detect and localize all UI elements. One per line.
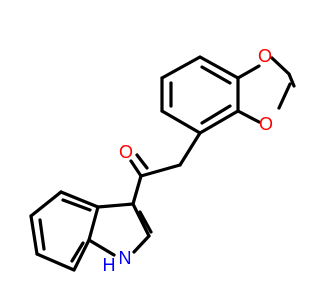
carbonyl-double-bond (129, 159, 143, 178)
linker-chain (129, 131, 202, 206)
dioxole-ring (236, 56, 296, 124)
bond (131, 202, 151, 238)
double-bond-inner (138, 210, 153, 234)
bond (178, 131, 202, 167)
double-bond-inner (38, 218, 46, 251)
dioxole-oxygen-right-label: O (259, 114, 273, 134)
bond (198, 109, 240, 135)
double-bond-inner (200, 104, 232, 125)
bond (236, 64, 261, 80)
bond (139, 163, 182, 178)
bond (87, 205, 100, 242)
molecule-structure: O O O N H (29, 46, 296, 275)
bond (72, 238, 91, 272)
bond (270, 56, 291, 76)
pyrrole-ring (87, 202, 153, 257)
carbonyl-double-bond (135, 153, 149, 170)
bond (29, 190, 63, 218)
bond (198, 55, 240, 80)
bond (35, 252, 76, 272)
bond (277, 82, 292, 110)
bond (96, 202, 135, 209)
bond (236, 109, 261, 124)
benzodioxole-ring (160, 55, 240, 135)
indole-benzene-ring (29, 190, 100, 272)
bond (160, 55, 202, 80)
dioxole-oxygen-top-label: O (258, 46, 272, 66)
bond (132, 234, 151, 254)
bond (29, 214, 39, 256)
bond (87, 238, 116, 257)
indole-nitrogen-label: N (119, 248, 132, 268)
bond (287, 72, 296, 88)
bond (160, 109, 202, 135)
bond (59, 190, 100, 209)
bond (131, 174, 143, 206)
carbonyl-oxygen-label: O (119, 142, 133, 162)
double-bond-inner (70, 241, 85, 263)
indole-hydrogen-label: H (103, 255, 116, 275)
double-bond-inner (200, 65, 232, 85)
double-bond-inner (61, 198, 92, 212)
